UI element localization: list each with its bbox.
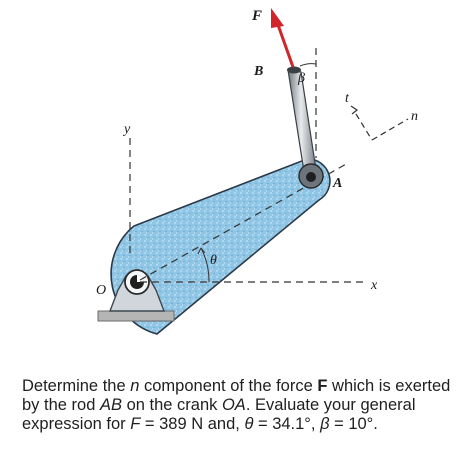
text-segment: . Evaluate your general expression for <box>22 396 416 433</box>
crank-rod-diagram: F B β A O θ x y t n <box>96 8 418 335</box>
label-n: n <box>411 109 418 124</box>
label-f: F <box>251 8 262 24</box>
label-y: y <box>122 122 131 137</box>
ground-support <box>97 310 175 322</box>
force-arrow-f <box>271 8 295 68</box>
text-segment: = 389 N and, <box>140 415 245 433</box>
label-t: t <box>345 91 350 106</box>
text-beta: β <box>320 415 330 433</box>
crank-oa <box>110 158 331 335</box>
text-segment: on the crank <box>121 396 222 414</box>
text-n: n <box>130 377 140 395</box>
text-force-f: F <box>317 377 328 395</box>
label-b: B <box>253 64 263 79</box>
text-ab: AB <box>99 396 122 414</box>
text-theta: θ <box>244 415 254 433</box>
label-theta: θ <box>210 253 217 268</box>
text-oa: OA <box>221 396 246 414</box>
text-segment: = 34.1°, <box>253 415 321 433</box>
text-segment: which is exerted by the rod <box>22 377 451 414</box>
text-f-value: F <box>130 415 141 433</box>
label-o: O <box>96 283 106 298</box>
text-segment: Determine the <box>22 377 131 395</box>
problem-statement: Determine the n component of the force F… <box>22 377 470 434</box>
label-beta: β <box>297 71 305 86</box>
label-a: A <box>332 176 342 191</box>
text-segment: = 10°. <box>329 415 378 433</box>
beta-arc <box>299 63 317 67</box>
tn-axes <box>350 105 409 141</box>
label-x: x <box>370 278 378 293</box>
text-segment: component of the force <box>139 377 318 395</box>
pin-a <box>306 172 316 182</box>
